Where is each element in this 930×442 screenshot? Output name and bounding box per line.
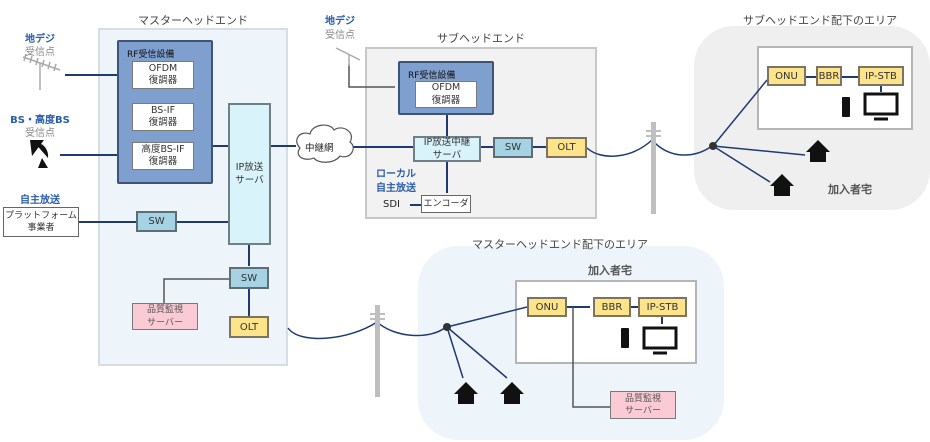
rf-equipment-title: RF受信設備	[127, 50, 175, 60]
platform-line2: 事業者	[27, 223, 55, 233]
bs-if-demodulator[interactable]: BS-IF 復調器	[132, 103, 194, 131]
master-area-title: マスターヘッドエンド配下のエリア	[472, 238, 648, 251]
platform-operator-box[interactable]: プラットフォーム 事業者	[3, 207, 79, 237]
terrestrial-antenna-icon	[22, 53, 61, 90]
quality-server-label: 品質監視	[146, 305, 183, 316]
sub-headend-title: サブヘッドエンド	[437, 32, 525, 45]
local-line2: 自主放送	[376, 182, 416, 194]
house-icon	[806, 140, 830, 162]
tv-icon	[642, 326, 678, 355]
terrestrial-title: 地デジ	[25, 34, 55, 45]
sub-terrestrial-antenna-icon	[335, 47, 361, 66]
sub-area-ip-stb[interactable]: IP-STB	[858, 66, 904, 86]
local-broadcast-label: ローカル 自主放送	[376, 168, 416, 195]
demod-label: OFDM	[148, 62, 178, 74]
satellite-dish-icon	[30, 140, 49, 168]
demod-label: OFDM	[431, 82, 461, 94]
local-line1: ローカル	[376, 169, 416, 180]
remote-control-icon	[621, 328, 629, 348]
master-olt[interactable]: OLT	[229, 316, 269, 338]
master-area-onu[interactable]: ONU	[527, 297, 567, 317]
ofdm-demodulator[interactable]: OFDM 復調器	[132, 61, 194, 89]
sub-area-onu[interactable]: ONU	[767, 66, 806, 86]
terrestrial-subtitle: 受信点	[25, 47, 55, 58]
bs-title: BS・高度BS	[10, 115, 70, 126]
sub-area-title: サブヘッドエンド配下のエリア	[743, 14, 897, 27]
demod-sublabel: 復調器	[148, 156, 178, 167]
house-icon	[454, 382, 478, 404]
master-area-subscriber-label: 加入者宅	[588, 264, 632, 277]
sub-sw[interactable]: SW	[493, 137, 533, 158]
master-headend-title: マスターヘッドエンド	[138, 14, 248, 27]
advanced-bs-if-demodulator[interactable]: 高度BS-IF 復調器	[132, 142, 194, 170]
ip-broadcast-server[interactable]: IP放送 サーバ	[228, 103, 271, 245]
sub-area-house-box	[757, 46, 913, 130]
platform-line1: プラットフォーム	[5, 210, 77, 221]
sub-rf-title: RF受信設備	[408, 71, 456, 81]
sub-ofdm-demodulator[interactable]: OFDM 復調器	[415, 81, 477, 108]
ip-server-label: IP放送	[235, 161, 264, 173]
demod-label: 高度BS-IF	[141, 143, 185, 155]
utility-pole	[370, 305, 385, 397]
master-area-ip-stb[interactable]: IP-STB	[638, 297, 687, 317]
ip-relay-server[interactable]: IP放送中継 サーバ	[413, 136, 481, 162]
sub-area-bbr[interactable]: BBR	[816, 66, 842, 86]
master-area-bbr[interactable]: BBR	[593, 297, 631, 317]
demod-sublabel: 復調器	[148, 117, 178, 128]
master-quality-server[interactable]: 品質監視 サーバー	[132, 303, 198, 330]
demod-sublabel: 復調器	[148, 75, 178, 86]
relay-network-cloud-icon	[296, 124, 354, 163]
tv-icon	[863, 92, 899, 121]
utility-pole	[646, 122, 661, 214]
demod-label: BS-IF	[150, 104, 176, 116]
remote-control-icon	[842, 97, 850, 117]
house-icon	[770, 174, 794, 196]
own-broadcast-title: 自主放送	[20, 195, 60, 206]
quality-server-label: 品質監視	[624, 393, 661, 404]
master-area-quality-server[interactable]: 品質監視 サーバー	[610, 391, 676, 419]
house-icon	[500, 382, 524, 404]
relay-server-sublabel: サーバ	[432, 150, 462, 161]
master-area-house-box	[515, 280, 697, 364]
sub-olt[interactable]: OLT	[546, 137, 587, 158]
sub-antenna-title: 地デジ	[325, 16, 355, 27]
relay-server-label: IP放送中継	[423, 136, 471, 148]
relay-network-label: 中継網	[305, 143, 334, 154]
sdi-label: SDI	[383, 199, 400, 210]
encoder-box[interactable]: エンコーダ	[421, 195, 471, 213]
quality-server-sublabel: サーバー	[625, 406, 661, 416]
demod-sublabel: 復調器	[431, 94, 461, 106]
ip-server-sublabel: サーバ	[235, 175, 264, 186]
master-sw-top[interactable]: SW	[136, 211, 177, 232]
bs-subtitle: 受信点	[25, 128, 55, 139]
master-sw-bottom[interactable]: SW	[229, 267, 269, 289]
sub-area-subscriber-label: 加入者宅	[828, 183, 872, 196]
sub-antenna-subtitle: 受信点	[325, 30, 355, 41]
quality-server-sublabel: サーバー	[147, 317, 183, 328]
